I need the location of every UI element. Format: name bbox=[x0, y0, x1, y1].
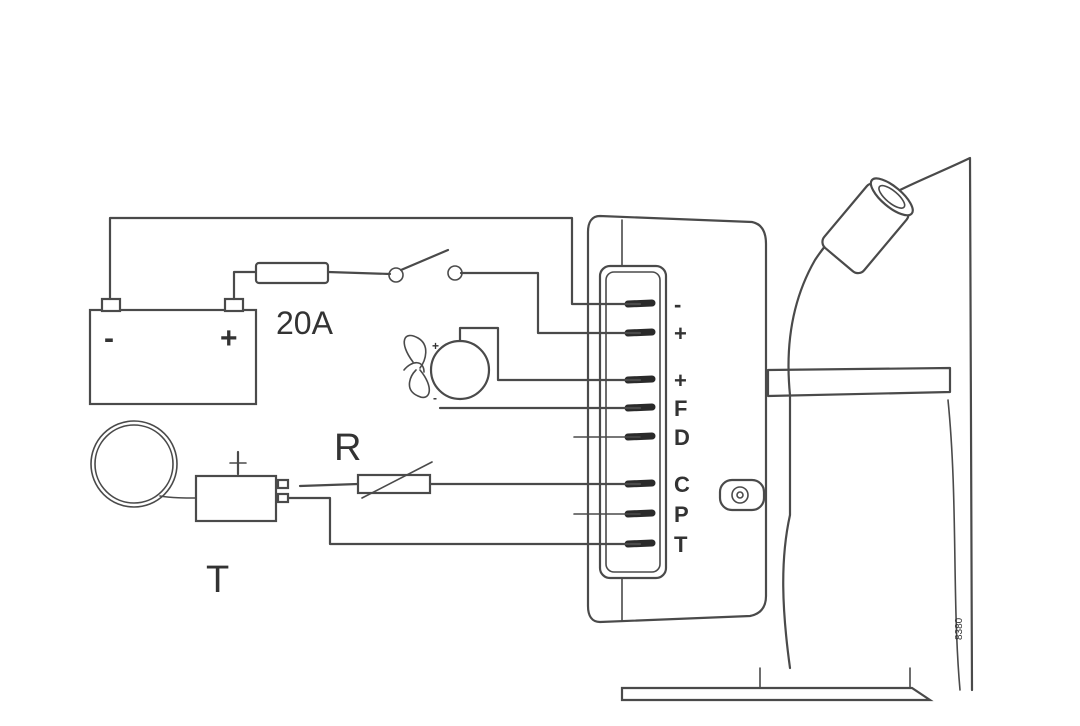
thermostat-terminal-1 bbox=[276, 478, 290, 490]
wire-battery-negative bbox=[108, 216, 642, 306]
thermostat-label: T bbox=[206, 559, 229, 601]
fan: + - bbox=[403, 334, 491, 405]
terminal-label: D bbox=[674, 425, 690, 450]
terminal-label: + bbox=[674, 321, 687, 346]
fan-icon bbox=[403, 334, 430, 399]
terminal-label: T bbox=[674, 532, 688, 557]
battery-negative-post bbox=[100, 297, 122, 313]
wire-battery-positive bbox=[232, 270, 258, 301]
resistor: R bbox=[334, 427, 433, 499]
electronic-unit bbox=[586, 214, 768, 624]
stamp-text: 8380 bbox=[954, 617, 965, 640]
terminal-label: P bbox=[674, 502, 689, 527]
battery-plus-sign: + bbox=[220, 322, 238, 355]
terminal-label: C bbox=[674, 472, 690, 497]
thermostat-capillary-coil bbox=[90, 420, 178, 508]
terminal-label: + bbox=[674, 368, 687, 393]
wire-thermostat-t bbox=[286, 496, 642, 546]
battery-positive-post bbox=[223, 297, 245, 313]
switch bbox=[388, 248, 463, 283]
screw-icon bbox=[718, 478, 766, 512]
thermostat-terminal-2 bbox=[276, 492, 290, 504]
compressor-band bbox=[766, 366, 952, 398]
suction-tube bbox=[821, 177, 914, 275]
wires bbox=[108, 216, 642, 546]
thermostat: T bbox=[90, 420, 290, 601]
terminal-block bbox=[598, 264, 668, 580]
battery: - + bbox=[88, 297, 258, 406]
fuse bbox=[254, 261, 330, 285]
fan-motor bbox=[429, 339, 491, 401]
thermostat-body bbox=[194, 474, 278, 523]
terminal-label: - bbox=[674, 292, 681, 317]
fuse-rating-label: 20A bbox=[276, 305, 334, 341]
base-plate bbox=[620, 686, 934, 702]
fan-minus-sign: - bbox=[433, 391, 437, 405]
resistor-body bbox=[356, 473, 432, 495]
terminal-label: F bbox=[674, 396, 687, 421]
wire-resistor-c bbox=[298, 482, 360, 488]
resistor-label: R bbox=[334, 427, 361, 469]
battery-minus-sign: - bbox=[104, 322, 114, 355]
terminal-block-inner bbox=[605, 271, 661, 573]
compressor-outline bbox=[782, 156, 974, 692]
battery-body bbox=[88, 308, 258, 406]
wire-fan-positive bbox=[458, 326, 642, 382]
compressor-seam bbox=[947, 399, 961, 691]
compressor: 8380 bbox=[620, 156, 974, 702]
fan-plus-sign: + bbox=[432, 339, 439, 353]
